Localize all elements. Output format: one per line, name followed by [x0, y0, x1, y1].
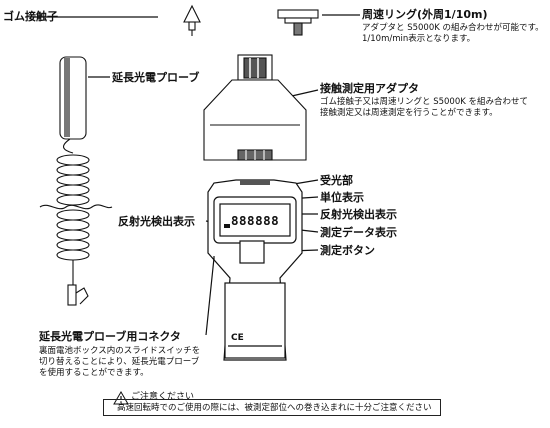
receiver-window: [240, 180, 270, 185]
leader-connector: [205, 252, 221, 336]
rubber-tip-icon: [183, 4, 201, 36]
label-circumference-ring: 周速リング(外周1/10m): [362, 8, 488, 21]
lcd-panel: [219, 203, 291, 237]
label-connector: 延長光電プローブ用コネクタ: [39, 330, 181, 343]
caution-box: [103, 399, 441, 416]
adapter-note-line-1: ゴム接触子又は周速リングと S5000K を組み合わせて: [320, 97, 529, 107]
circumference-ring-icon: [277, 9, 319, 36]
label-reflect-left: 反射光検出表示: [118, 215, 195, 228]
tachometer-body: [207, 179, 303, 361]
battery-cover: [224, 282, 286, 359]
lcd-readout: 888888: [231, 213, 280, 228]
label-measure-button: 測定ボタン: [320, 244, 375, 257]
connector-note-line-1: 裏面電池ボックス内のスライドスイッチを: [39, 346, 201, 356]
label-data-display: 測定データ表示: [320, 226, 397, 239]
label-probe: 延長光電プローブ: [112, 71, 200, 84]
ring-note-line-2: 1/10m/min表示となります。: [362, 34, 476, 44]
caution-text: 高速回転時でのご使用の際には、被測定部位への巻き込まれに十分ご注意ください: [117, 403, 432, 413]
ring-note-line-1: アダプタと S5000K の組み合わせが可能です。: [362, 23, 544, 33]
label-adapter: 接触測定用アダプタ: [320, 82, 419, 95]
adapter-note-line-2: 接触測定又は周速測定を行うことができます。: [320, 108, 498, 118]
label-rubber-tip: ゴム接触子: [3, 10, 58, 23]
contact-adapter-icon: [203, 54, 307, 161]
probe-cable: [39, 154, 113, 306]
connector-note-line-3: を使用することができます。: [39, 368, 149, 378]
label-unit-display: 単位表示: [320, 191, 364, 204]
caution-title: ご注意ください: [131, 392, 195, 402]
label-reflect-right: 反射光検出表示: [320, 208, 397, 221]
measure-button: [239, 240, 265, 264]
reflect-indicator: [224, 224, 230, 228]
label-receiver: 受光部: [320, 174, 353, 187]
extension-probe-icon: [59, 56, 87, 154]
ce-mark: CE: [231, 333, 244, 343]
connector-note-line-2: 切り替えることにより、延長光電プローブ: [39, 357, 200, 367]
